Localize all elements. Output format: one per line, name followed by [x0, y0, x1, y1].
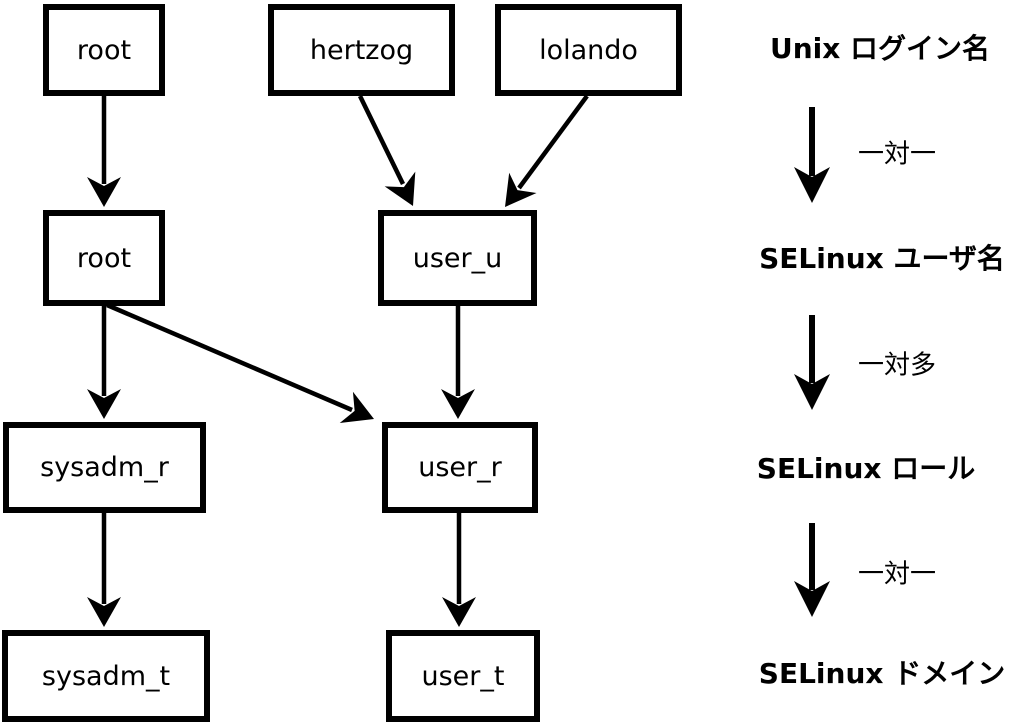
node-domain-user-t: user_t — [386, 630, 540, 722]
arrow-selinuxroot-to-userr — [106, 302, 381, 435]
arrow-userr-to-usert — [442, 513, 476, 627]
node-unix-hertzog: hertzog — [268, 4, 455, 96]
node-domain-sysadm-t: sysadm_t — [2, 630, 210, 722]
arrow-selinuxroot-to-sysadmr — [87, 305, 121, 419]
node-unix-root: root — [43, 4, 165, 96]
node-role-user-r: user_r — [382, 422, 538, 513]
relation-one-to-one-label-2: 一対一 — [857, 559, 937, 590]
arrow-useru-to-userr — [441, 305, 475, 419]
legend-selinux-user-label: SELinux ユーザ名 — [759, 242, 1005, 275]
arrow-unixroot-to-selinuxroot — [87, 96, 121, 207]
legend-arrow-role-to-domain — [794, 523, 830, 617]
arrow-sysadmr-to-sysadmt — [87, 513, 121, 627]
legend-arrow-user-to-role — [794, 315, 830, 410]
legend-selinux-domain-label: SELinux ドメイン — [758, 657, 1006, 690]
legend-unix-login-label: Unix ログイン名 — [769, 32, 991, 65]
node-role-sysadm-r: sysadm_r — [3, 422, 206, 513]
relation-one-to-many-label: 一対多 — [857, 350, 937, 381]
relation-one-to-one-label-1: 一対一 — [857, 139, 937, 170]
node-unix-lolando: lolando — [495, 4, 682, 96]
arrow-lolando-to-useru — [491, 94, 589, 218]
legend-arrow-login-to-user — [794, 107, 830, 203]
node-selinux-root: root — [43, 210, 165, 306]
arrow-hertzog-to-useru — [357, 95, 429, 214]
legend-selinux-role-label: SELinux ロール — [756, 452, 976, 485]
node-selinux-user-u: user_u — [378, 210, 537, 306]
